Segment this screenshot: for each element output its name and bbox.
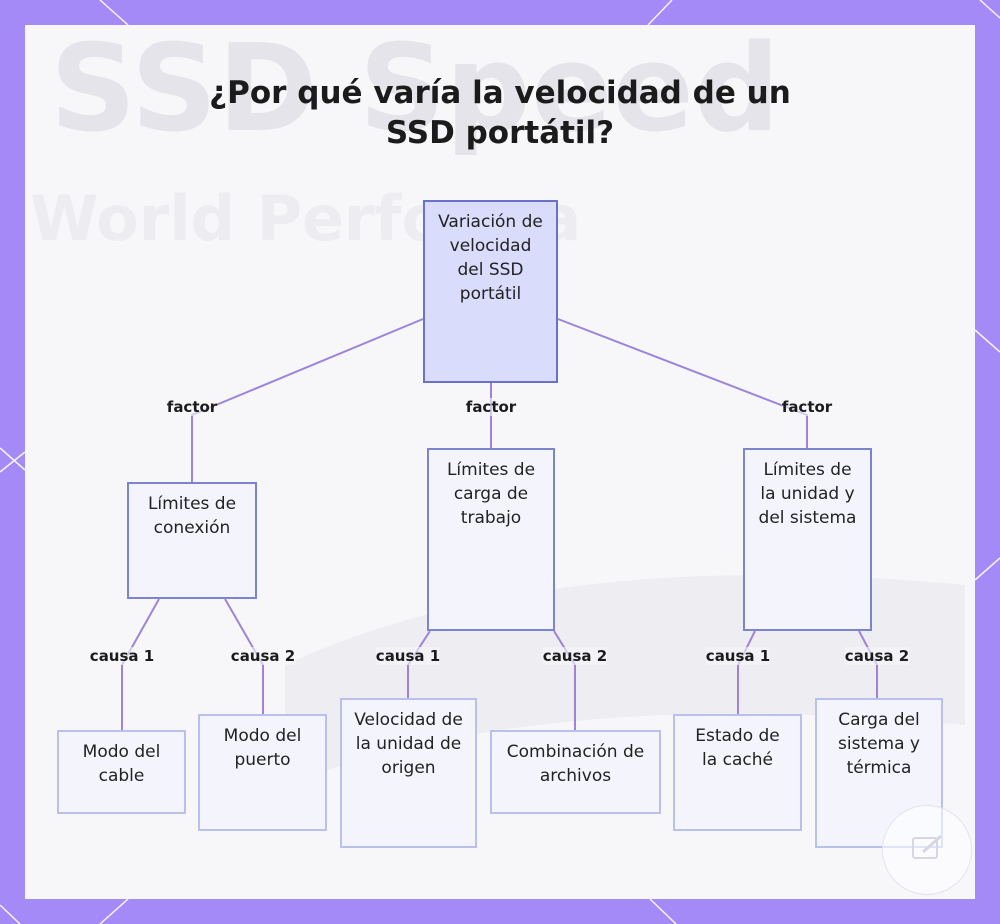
node-connection-label: Límites de conexión — [147, 494, 237, 538]
edge-system-thermal — [858, 630, 878, 698]
edge-root-connection — [191, 318, 424, 482]
node-cache-state: Estado de la caché — [673, 714, 802, 831]
diagram-card: SSD Speed World Performa ¿Por qué varía … — [25, 25, 975, 899]
node-files-label: Combinación de archivos — [506, 742, 645, 786]
node-cable-mode: Modo del cable — [57, 730, 186, 814]
edge-label-sys-cause1: causa 1 — [705, 647, 771, 665]
edge-label-conn-cause2: causa 2 — [230, 647, 296, 665]
diagram-title: ¿Por qué varía la velocidad de un SSD po… — [25, 73, 975, 153]
edge-connection-port — [224, 598, 264, 714]
corner-badge — [882, 805, 972, 895]
node-port-mode: Modo del puerto — [198, 714, 327, 831]
edge-label-factor-right: factor — [781, 398, 833, 416]
edge-label-sys-cause2: causa 2 — [844, 647, 910, 665]
edge-workload-files — [553, 630, 576, 730]
title-line1: ¿Por qué varía la velocidad de un — [209, 75, 791, 111]
node-system-thermal: Carga del sistema y térmica — [815, 698, 943, 848]
node-file-mix: Combinación de archivos — [490, 730, 661, 814]
node-source-speed: Velocidad de la unidad de origen — [340, 698, 477, 848]
node-workload-label: Límites de carga de trabajo — [446, 460, 536, 528]
edge-label-work-cause2: causa 2 — [542, 647, 608, 665]
node-system-limits: Límites de la unidad y del sistema — [743, 448, 872, 631]
node-system-label: Límites de la unidad y del sistema — [758, 460, 857, 528]
edge-label-conn-cause1: causa 1 — [89, 647, 155, 665]
edit-icon — [907, 828, 947, 873]
node-source-label: Velocidad de la unidad de origen — [354, 710, 463, 778]
edge-label-factor-left: factor — [166, 398, 218, 416]
node-cable-label: Modo del cable — [82, 742, 161, 786]
edge-connection-cable — [121, 598, 160, 730]
node-thermal-label: Carga del sistema y térmica — [837, 710, 920, 778]
edge-label-work-cause1: causa 1 — [375, 647, 441, 665]
node-workload-limits: Límites de carga de trabajo — [427, 448, 555, 631]
diagram-edges — [121, 318, 878, 730]
edge-workload-source — [407, 630, 431, 698]
title-line2: SSD portátil? — [385, 115, 615, 151]
node-cache-label: Estado de la caché — [695, 726, 780, 770]
node-root-label: Variación de velocidad del SSD portátil — [438, 212, 543, 304]
edge-label-factor-center: factor — [465, 398, 517, 416]
node-root: Variación de velocidad del SSD portátil — [423, 200, 558, 383]
node-port-label: Modo del puerto — [223, 726, 302, 770]
edge-root-system — [557, 318, 808, 448]
edge-system-cache — [737, 630, 756, 714]
node-connection-limits: Límites de conexión — [127, 482, 257, 599]
